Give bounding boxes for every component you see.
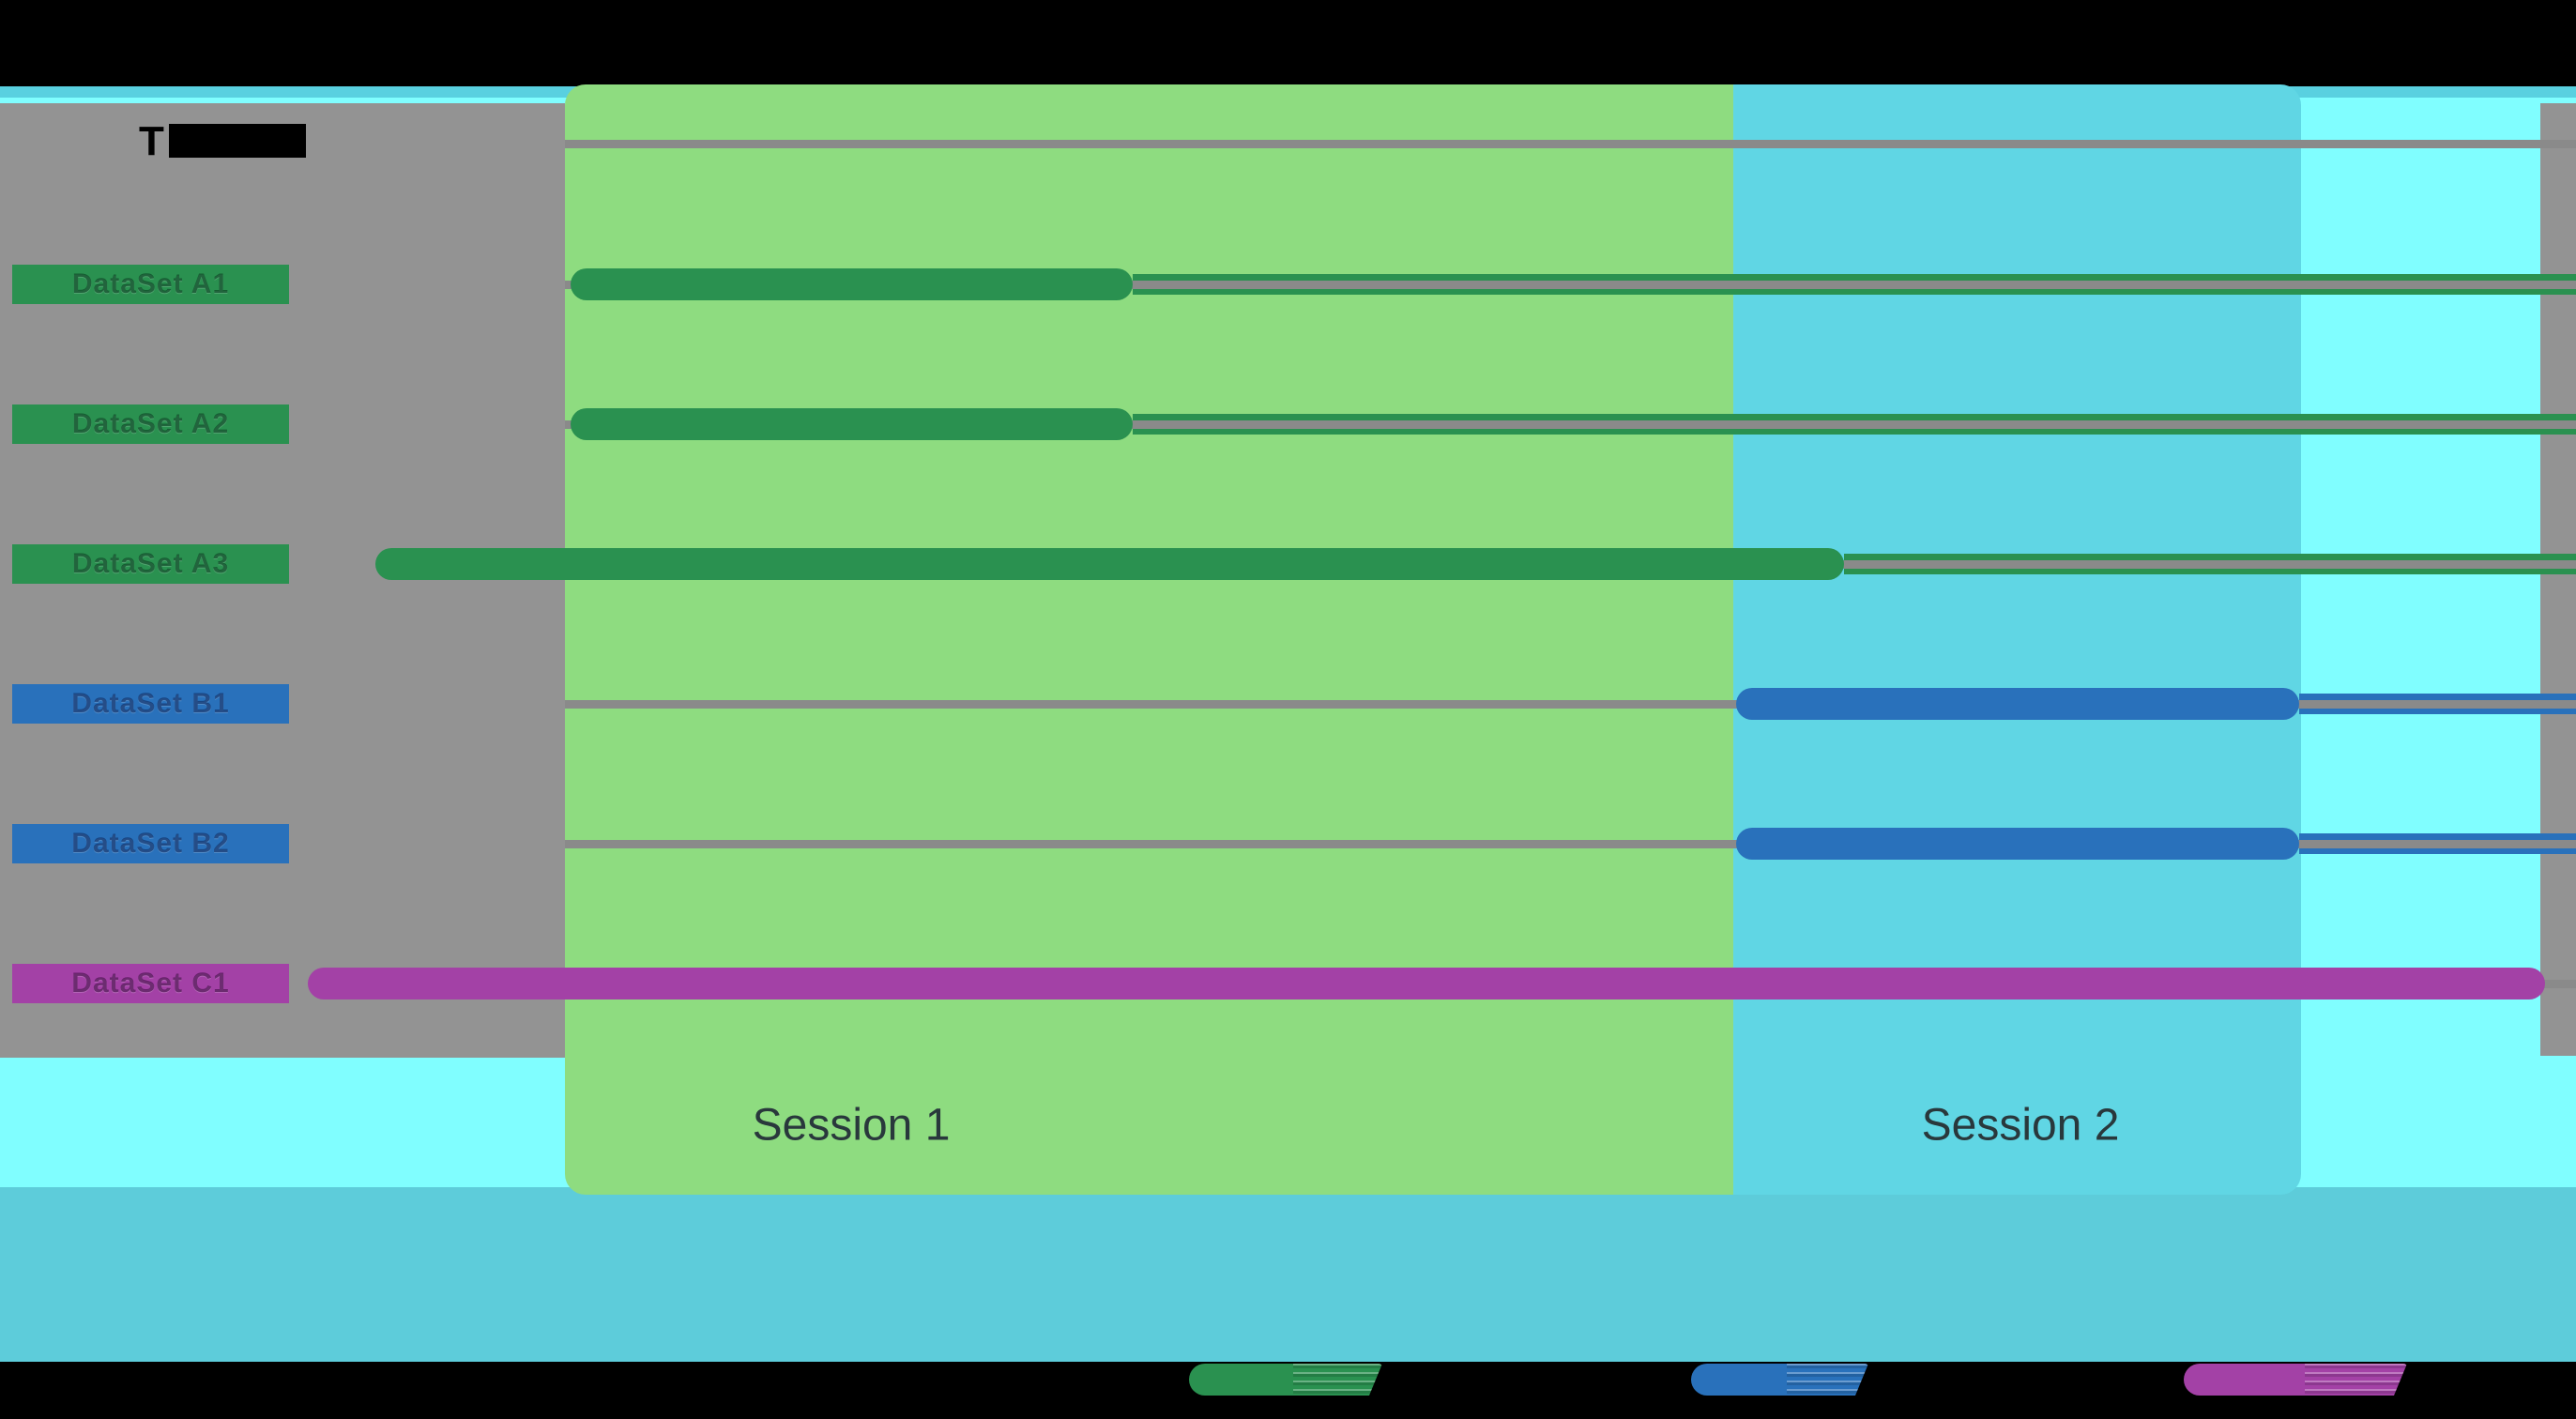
legend-chip-series-c (2184, 1364, 2407, 1396)
footer-cyan-band (0, 1187, 2576, 1362)
row-badge-dataset-c1: DataSet C1 (12, 964, 289, 1003)
row-badge-dataset-b2: DataSet B2 (12, 824, 289, 863)
chart-title-visible-text: T (139, 118, 164, 164)
row-gridline (565, 280, 2576, 289)
right-gray-edge-panel (2540, 103, 2576, 1056)
gantt-bar-dataset-a3 (375, 548, 1844, 580)
row-badge-dataset-a2: DataSet A2 (12, 404, 289, 444)
session2-label: Session 2 (1921, 1100, 2120, 1151)
legend-chip-redaction-stripes (2305, 1364, 2407, 1396)
chart-title-redaction-box (169, 124, 306, 158)
chart-title: T (111, 118, 355, 164)
legend-chip-series-a (1189, 1364, 1382, 1396)
row-badge-dataset-b1: DataSet B1 (12, 684, 289, 724)
gantt-bar-dataset-a1 (571, 268, 1133, 300)
row-gridline (565, 699, 2576, 709)
row-gridline (565, 839, 2576, 848)
legend-chip-redaction-stripes (1787, 1364, 1868, 1396)
row-gridline (565, 139, 2576, 148)
session1-label: Session 1 (752, 1100, 951, 1151)
gantt-bar-dataset-b1 (1736, 688, 2299, 720)
session2-panel (1733, 84, 2301, 1195)
gantt-bar-dataset-c1 (308, 968, 2545, 999)
gantt-bar-dataset-b2 (1736, 828, 2299, 860)
row-badge-dataset-a1: DataSet A1 (12, 265, 289, 304)
gantt-bar-dataset-a2 (571, 408, 1133, 440)
legend-chip-series-b (1691, 1364, 1868, 1396)
row-gridline (565, 420, 2576, 429)
legend-chip-redaction-stripes (1293, 1364, 1382, 1396)
session1-panel (565, 84, 1733, 1195)
row-badge-dataset-a3: DataSet A3 (12, 544, 289, 584)
